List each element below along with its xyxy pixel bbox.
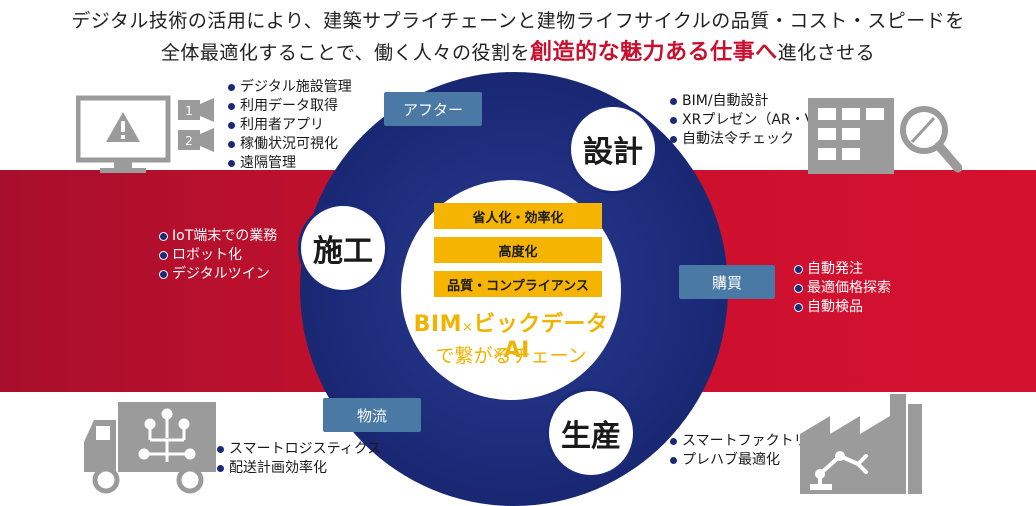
core-bim: BIM — [413, 312, 462, 337]
core-title: BIM×ビックデータ×AI — [401, 306, 621, 363]
monitor-number-1: 1 — [185, 104, 193, 118]
list-logistics: スマートロジスティクス 配送計画効率化 — [217, 440, 381, 478]
headline-line-2: 全体最適化することで、働く人々の役割を創造的な魅力ある仕事へ進化させる — [0, 34, 1036, 66]
headline-emphasis: 創造的な魅力ある仕事へ — [530, 40, 778, 65]
core-ai: AI — [503, 338, 530, 363]
node-design: 設計 — [568, 104, 658, 194]
smart-factory-icon — [800, 394, 922, 494]
list-construction: IoT端末での業務 ロボット化 デジタルツイン — [160, 227, 277, 284]
tag-after: アフター — [384, 92, 482, 126]
monitor-number-2: 2 — [185, 134, 193, 148]
core-big-data: ビックデータ — [473, 312, 609, 337]
monitor-alert-icon: 1 2 — [76, 95, 214, 173]
list-item: 最適価格探索 — [795, 279, 891, 298]
building-search-icon — [808, 98, 962, 174]
list-item: 配送計画効率化 — [217, 459, 381, 478]
list-item: BIM/自動設計 — [670, 92, 838, 111]
list-item: スマートロジスティクス — [217, 440, 381, 459]
list-after: デジタル施設管理 利用データ取得 利用者アプリ 稼働状況可視化 遠隔管理 — [228, 78, 352, 173]
headline-line-1: デジタル技術の活用により、建築サプライチェーンと建物ライフサイクルの品質・コスト… — [71, 10, 965, 32]
list-item: ロボット化 — [160, 246, 277, 265]
iot-truck-icon — [84, 402, 216, 494]
list-design: BIM/自動設計 XRプレゼン（AR・VR） 自動法令チェック — [670, 92, 838, 149]
list-item: 遠隔管理 — [228, 154, 352, 173]
headline-line-2-post: 進化させる — [777, 42, 876, 64]
headline-line-2-pre: 全体最適化することで、働く人々の役割を — [160, 42, 531, 64]
list-item: 自動法令チェック — [670, 130, 838, 149]
list-production: スマートファクトリー プレハブ最適化 — [670, 432, 822, 470]
core-times-1: × — [461, 320, 474, 335]
list-item: デジタルツイン — [160, 265, 277, 284]
list-item: IoT端末での業務 — [160, 227, 277, 246]
list-item: XRプレゼン（AR・VR） — [670, 111, 838, 130]
list-item: デジタル施設管理 — [228, 78, 352, 97]
node-production: 生産 — [546, 388, 636, 478]
list-item: 自動発注 — [795, 260, 891, 279]
list-item: 利用者アプリ — [228, 116, 352, 135]
node-construction: 施工 — [298, 203, 388, 293]
pill-advancement: 高度化 — [434, 237, 602, 263]
list-purchase: 自動発注 最適価格探索 自動検品 — [795, 260, 891, 317]
list-item: 利用データ取得 — [228, 97, 352, 116]
core-times-2: × — [492, 346, 504, 361]
core-subtitle: で繋がるチェーン — [435, 345, 587, 367]
list-item: 自動検品 — [795, 298, 891, 317]
list-item: プレハブ最適化 — [670, 451, 822, 470]
pill-quality-compliance: 品質・コンプライアンス — [434, 271, 602, 297]
list-item: 稼働状況可視化 — [228, 135, 352, 154]
tag-logistics: 物流 — [323, 398, 421, 432]
tag-purchase: 購買 — [679, 265, 775, 299]
list-item: スマートファクトリー — [670, 432, 822, 451]
pill-labor-saving: 省人化・効率化 — [434, 203, 602, 229]
